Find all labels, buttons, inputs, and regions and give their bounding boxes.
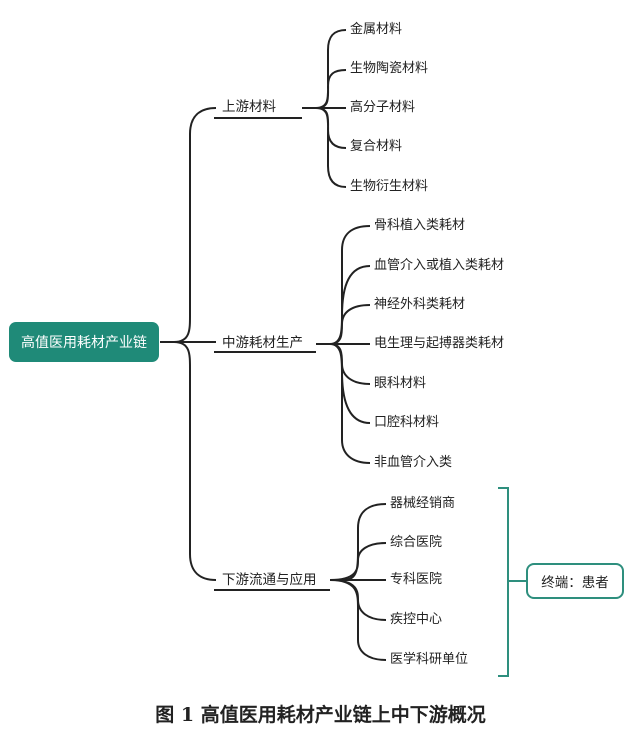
- leaf-node: 神经外科类耗材: [374, 297, 466, 312]
- leaf-node: 专科医院: [390, 572, 443, 587]
- root-node: 高值医用耗材产业链: [9, 322, 159, 362]
- figure-caption: 图 1 高值医用耗材产业链上中下游概况: [155, 704, 486, 726]
- leaf-node: 器械经销商: [390, 496, 456, 511]
- leaf-node: 综合医院: [390, 535, 443, 550]
- upstream-connector: [214, 29, 347, 188]
- leaf-node: 非血管介入类: [374, 455, 453, 470]
- leaf-node: 生物陶瓷材料: [350, 61, 429, 76]
- leaf-node: 骨科植入类耗材: [374, 218, 466, 233]
- root-label: 高值医用耗材产业链: [21, 335, 147, 351]
- leaf-node: 医学科研单位: [390, 652, 469, 667]
- leaf-node: 复合材料: [350, 139, 403, 154]
- leaf-node: 金属材料: [350, 22, 403, 37]
- branch-upstream: 上游材料: [222, 98, 276, 116]
- leaf-node: 口腔科材料: [374, 415, 440, 430]
- leaf-node: 血管介入或植入类耗材: [374, 258, 505, 273]
- leaf-node: 电生理与起搏器类耗材: [374, 336, 505, 351]
- downstream-connector: [214, 503, 387, 661]
- terminal-bracket: [498, 487, 526, 677]
- terminal-node: 终端：患者: [526, 563, 624, 599]
- branch-label: 中游耗材生产: [222, 335, 303, 351]
- root-connector: [160, 107, 217, 581]
- branch-midstream: 中游耗材生产: [222, 334, 303, 352]
- leaf-node: 生物衍生材料: [350, 179, 429, 194]
- leaf-node: 眼科材料: [374, 376, 427, 391]
- leaf-node: 高分子材料: [350, 100, 416, 115]
- branch-label: 上游材料: [222, 99, 276, 115]
- branch-downstream: 下游流通与应用: [222, 571, 317, 589]
- midstream-connector: [214, 225, 371, 464]
- mind-map: 高值医用耗材产业链 上游材料 中游耗材生产 下游流通与应用 金属材料 生物陶瓷材…: [9, 22, 624, 677]
- terminal-label: 终端：患者: [541, 575, 609, 591]
- branch-label: 下游流通与应用: [222, 572, 317, 588]
- leaf-node: 疾控中心: [390, 612, 443, 627]
- connector-lines: [160, 29, 526, 677]
